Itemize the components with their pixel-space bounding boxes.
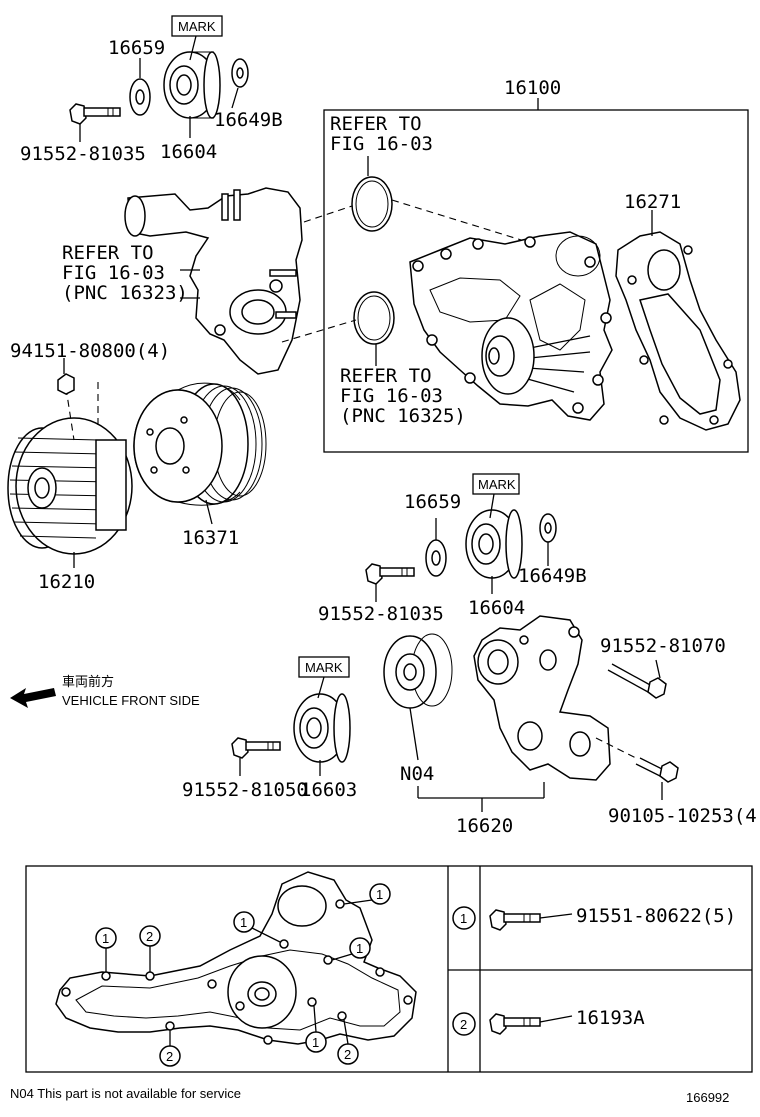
label-91552-81050: 91552-81050 — [182, 779, 308, 801]
mark-label-top: MARK — [178, 19, 216, 34]
gasket-callout-circle — [233, 911, 255, 933]
gasket-callout-label: 1 — [356, 941, 363, 956]
tensioner-bracket — [473, 615, 611, 781]
gasket-callout-circle — [305, 1031, 327, 1053]
bolt-90105-10253 — [635, 757, 679, 800]
gasket-callout-circle — [139, 925, 161, 947]
gasket-callout-circle — [95, 927, 117, 949]
bolt-91552-81050 — [231, 737, 281, 776]
label-16603: 16603 — [300, 779, 357, 801]
gasket-callout-circle — [369, 883, 391, 905]
key-circle-1 — [452, 906, 476, 930]
label-16649b-mid: 16649B — [518, 565, 587, 587]
refer-a-line2: FIG 16-03 — [330, 133, 433, 155]
label-16271: 16271 — [624, 191, 681, 213]
pulley-16371 — [133, 382, 267, 525]
refer-a-line1: REFER TO — [330, 113, 422, 135]
label-n04: N04 — [400, 763, 434, 785]
bolt-position-table — [25, 865, 753, 1073]
fan-clutch — [7, 417, 133, 568]
label-16604-mid: 16604 — [468, 597, 525, 619]
bolt-16193a — [489, 1013, 573, 1035]
front-side-en: VEHICLE FRONT SIDE — [62, 693, 200, 708]
key-label-1: 1 — [460, 911, 467, 926]
bolt-91552-81035-mid — [365, 563, 415, 602]
front-side-jp: 車両前方 — [62, 674, 114, 689]
gasket-callout-label: 2 — [166, 1049, 173, 1064]
o-ring-upper — [351, 156, 393, 232]
gasket-callouts: 1 2 1 2 1 1 1 2 — [95, 883, 391, 1067]
washer-16659-top — [129, 58, 151, 116]
diagram-id: 166992 — [686, 1090, 729, 1105]
key-circle-2 — [452, 1012, 476, 1036]
label-16371: 16371 — [182, 527, 239, 549]
water-pump-gasket — [615, 210, 741, 431]
washer-16649b-top — [231, 58, 249, 109]
key-label-2: 2 — [460, 1017, 467, 1032]
gasket-callout-label: 1 — [102, 931, 109, 946]
gasket-callout-label: 1 — [376, 887, 383, 902]
label-16659-mid: 16659 — [404, 491, 461, 513]
washer-16659-mid — [425, 518, 447, 577]
refer-b-line2: FIG 16-03 — [62, 262, 165, 284]
gasket-bolt-diagram — [55, 871, 417, 1045]
label-91552-81035-mid: 91552-81035 — [318, 603, 444, 625]
pulley-n04 — [383, 633, 453, 761]
refer-b-line3: (PNC 16323) — [62, 282, 188, 304]
water-pump — [409, 231, 613, 421]
washer-16649b-mid — [539, 513, 557, 566]
gasket-callout-circle — [159, 1045, 181, 1067]
label-91552-81035-top: 91552-81035 — [20, 143, 146, 165]
gasket-callout-label: 1 — [312, 1035, 319, 1050]
footnote: N04 This part is not available for servi… — [10, 1086, 241, 1101]
label-16649b-top: 16649B — [214, 109, 283, 131]
label-16100: 16100 — [504, 77, 561, 99]
gasket-callout-label: 2 — [344, 1047, 351, 1062]
label-16210: 16210 — [38, 571, 95, 593]
refer-c-line2: FIG 16-03 — [340, 385, 443, 407]
mark-label-left: MARK — [305, 660, 343, 675]
bolt-91551-80622 — [489, 909, 573, 931]
mark-label-mid: MARK — [478, 477, 516, 492]
bolt-91552-81070 — [607, 659, 667, 699]
label-16620: 16620 — [456, 815, 513, 837]
refer-c-line3: (PNC 16325) — [340, 405, 466, 427]
idler-pulley-16603 — [293, 656, 351, 776]
water-pump-box — [323, 109, 749, 453]
label-91551: 91551-80622(5) — [576, 905, 736, 927]
refer-c-line1: REFER TO — [340, 365, 432, 387]
gasket-callout-circle — [337, 1043, 359, 1065]
label-90105: 90105-10253(4) — [608, 805, 760, 827]
label-16193a: 16193A — [576, 1007, 645, 1029]
water-inlet-housing — [124, 187, 303, 375]
gasket-callout-label: 1 — [240, 915, 247, 930]
label-16604-top: 16604 — [160, 141, 217, 163]
bolt-91552-81035-top — [69, 103, 121, 142]
idler-pulley-mid — [465, 473, 523, 594]
label-94151: 94151-80800(4) — [10, 340, 170, 362]
nut-94151 — [57, 358, 75, 395]
label-91552-81070: 91552-81070 — [600, 635, 726, 657]
idler-pulley-top — [163, 15, 223, 138]
o-ring-lower — [353, 291, 395, 366]
label-16659-top: 16659 — [108, 37, 165, 59]
gasket-callout-circle — [349, 937, 371, 959]
refer-b-line1: REFER TO — [62, 242, 154, 264]
gasket-callout-label: 2 — [146, 929, 153, 944]
vehicle-front-arrow — [10, 688, 56, 708]
